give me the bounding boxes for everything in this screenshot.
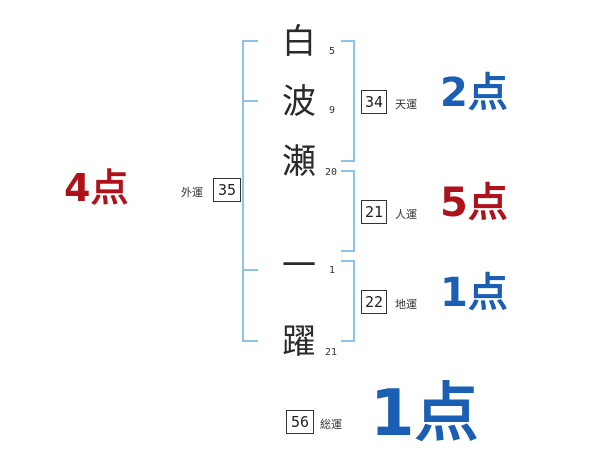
- gaikaku-label: 外運: [181, 186, 203, 199]
- tenkaku-value: 34: [361, 90, 387, 114]
- gaikaku-connector: [242, 100, 258, 102]
- name-char-1: 白: [282, 22, 316, 62]
- stroke-count-4: 1: [329, 265, 336, 276]
- stroke-count-2: 9: [329, 105, 336, 116]
- stroke-count-1: 5: [329, 46, 336, 57]
- tenkaku-score: 2点: [440, 70, 508, 116]
- jinkaku-label: 人運: [395, 208, 417, 221]
- stroke-count-3: 20: [325, 167, 338, 178]
- gaikaku-value: 35: [213, 178, 241, 202]
- jinkaku-bracket: [341, 170, 355, 252]
- chikaku-label: 地運: [395, 298, 417, 311]
- tenkaku-label: 天運: [395, 98, 417, 111]
- jinkaku-score: 5点: [440, 180, 508, 226]
- name-char-5: 躍: [282, 322, 316, 362]
- gaikaku-connector-lower: [242, 269, 258, 271]
- soukaku-score: 1点: [370, 377, 479, 451]
- chikaku-bracket: [341, 260, 355, 342]
- gaikaku-bracket: [242, 40, 258, 342]
- chikaku-value: 22: [361, 290, 387, 314]
- stroke-count-5: 21: [325, 347, 338, 358]
- tenkaku-bracket: [341, 40, 355, 162]
- name-char-3: 瀬: [282, 142, 316, 182]
- gaikaku-score: 4点: [64, 166, 129, 210]
- jinkaku-value: 21: [361, 200, 387, 224]
- name-char-4: 一: [282, 246, 316, 286]
- name-char-2: 波: [282, 82, 316, 122]
- soukaku-value: 56: [286, 410, 314, 434]
- chikaku-score: 1点: [440, 270, 508, 316]
- soukaku-label: 総運: [320, 418, 342, 431]
